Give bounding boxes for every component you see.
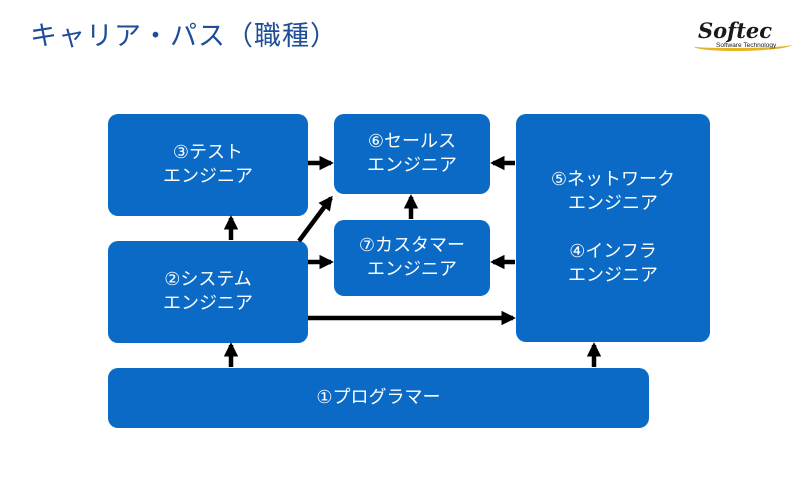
system-engineer-box: ②システム エンジニア [108,241,308,343]
network-engineer-label-2: エンジニア [568,193,658,214]
logo-tagline: Software Technology [716,42,777,49]
test-engineer-label-2: エンジニア [163,166,253,187]
test-engineer-label-1: ③テスト [172,142,244,163]
infra-engineer-label-1: ④インフラ [569,241,657,262]
logo-swoosh [694,40,792,51]
customer-engineer-label-2: エンジニア [367,259,457,280]
arrow-system-to-sales [297,195,333,243]
network-engineer-label-1: ⑤ネットワーク [550,169,676,190]
system-engineer-label-1: ②システム [164,269,252,290]
test-engineer-box: ③テスト エンジニア [108,114,308,216]
network-infra-engineer-box: ⑤ネットワーク エンジニア ④インフラ エンジニア [516,114,710,342]
system-engineer-label-2: エンジニア [163,293,253,314]
logo-wordmark: Softec [698,18,773,43]
programmer-label: ①プログラマー [316,387,441,408]
programmer-box: ①プログラマー [108,368,649,428]
sales-engineer-box: ⑥セールス エンジニア [334,114,490,194]
customer-engineer-label-1: ⑦カスタマー [358,235,466,256]
sales-engineer-label-2: エンジニア [367,155,457,176]
customer-engineer-box: ⑦カスタマー エンジニア [334,220,490,296]
infra-engineer-label-2: エンジニア [568,265,658,286]
page-title: キャリア・パス（職種） [30,21,338,52]
sales-engineer-label-1: ⑥セールス [367,131,457,152]
softec-logo: Softec Software Technology [694,18,798,52]
